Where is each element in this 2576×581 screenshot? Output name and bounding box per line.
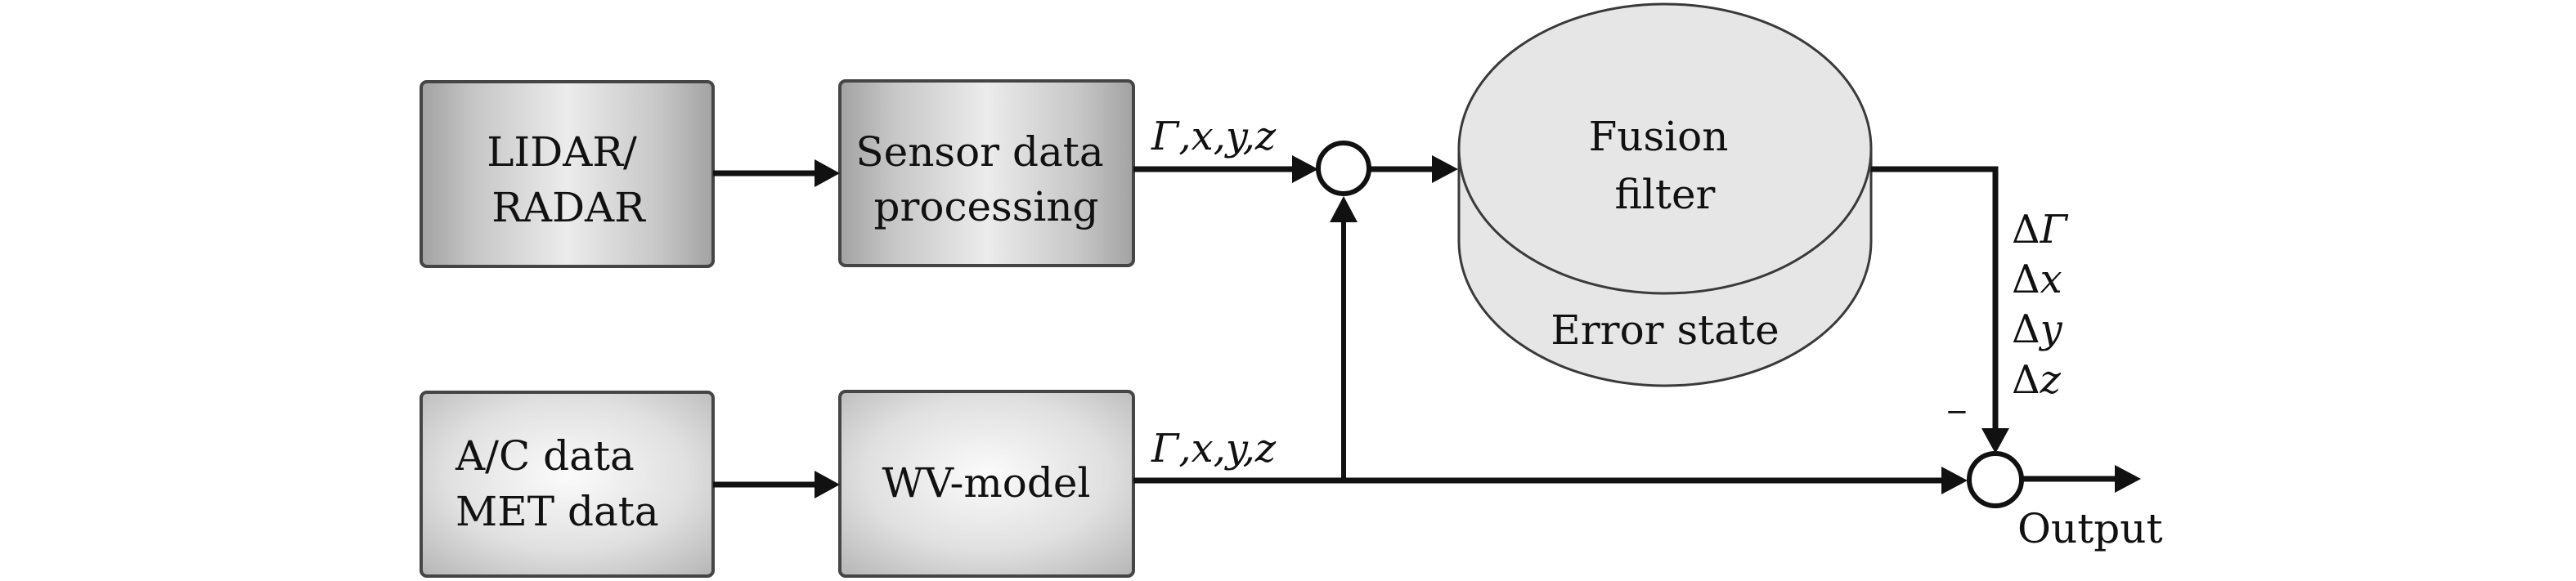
arrow-wvmodel-to-junction1 (1330, 196, 1358, 480)
wv-model-label: WV-model (882, 459, 1091, 507)
block-wv-model: WV-model (838, 390, 1135, 578)
sensor-processing-line-2: processing (873, 183, 1098, 230)
minus-sign: − (1945, 396, 1969, 428)
arrow-acmet-to-wvmodel (713, 471, 840, 498)
block-sensor-data-processing: Sensor data processing (838, 79, 1135, 267)
lidar-radar-line-1: LIDAR/ (487, 128, 637, 176)
error-output-labels: ΔΓ Δx Δy Δz (2012, 207, 2069, 403)
model-output-signal-label: Γ,x,y,z (1151, 426, 1277, 472)
wv-model-box (838, 390, 1135, 578)
fusion-line: Fusion (1589, 113, 1729, 160)
ac-met-data-box (420, 391, 715, 578)
sensor-processing-line-1: Sensor data (855, 128, 1103, 176)
ac-data-line: A/C data (455, 432, 635, 480)
error-state-label: Error state (1551, 306, 1779, 354)
delta-gamma-label: ΔΓ (2012, 207, 2069, 253)
xyz-symbols: ,x,y,z (1178, 114, 1277, 159)
lidar-radar-line-2: RADAR (491, 184, 646, 231)
block-lidar-radar: LIDAR/ RADAR (420, 80, 715, 268)
arrow-junction1-to-fusion (1370, 155, 1458, 183)
filter-line: filter (1615, 171, 1716, 218)
fusion-filter-label: Fusion filter (1589, 113, 1742, 218)
summing-junction-1 (1316, 141, 1371, 196)
lidar-radar-label: LIDAR/ RADAR (487, 128, 650, 231)
output-label: Output (2017, 505, 2163, 552)
summing-junction-2 (1967, 451, 2024, 508)
met-data-line: MET data (456, 488, 659, 535)
delta-z-label: Δz (2012, 357, 2062, 403)
delta-x-label: Δx (2012, 257, 2062, 302)
arrow-junction2-to-output (2022, 465, 2141, 493)
block-ac-met-data: A/C data MET data (420, 391, 715, 578)
gamma-symbol: Γ (1151, 114, 1180, 159)
cylinder-top (1457, 2, 1873, 295)
arrow-processing-to-junction1 (1133, 155, 1318, 183)
arrow-wvmodel-to-junction2 (1133, 467, 1968, 494)
xyz-symbols: ,x,y,z (1178, 426, 1277, 472)
ac-met-data-label: A/C data MET data (455, 432, 659, 535)
sensor-output-signal-label: Γ,x,y,z (1151, 114, 1277, 159)
delta-y-label: Δy (2012, 306, 2063, 352)
arrow-fusion-to-junction2 (1871, 166, 2009, 454)
sensor-processing-label: Sensor data processing (855, 128, 1116, 230)
arrow-lidar-to-processing (713, 159, 840, 187)
gamma-symbol: Γ (1151, 426, 1180, 472)
fusion-filter-cylinder: Fusion filter Error state (1457, 2, 1873, 387)
